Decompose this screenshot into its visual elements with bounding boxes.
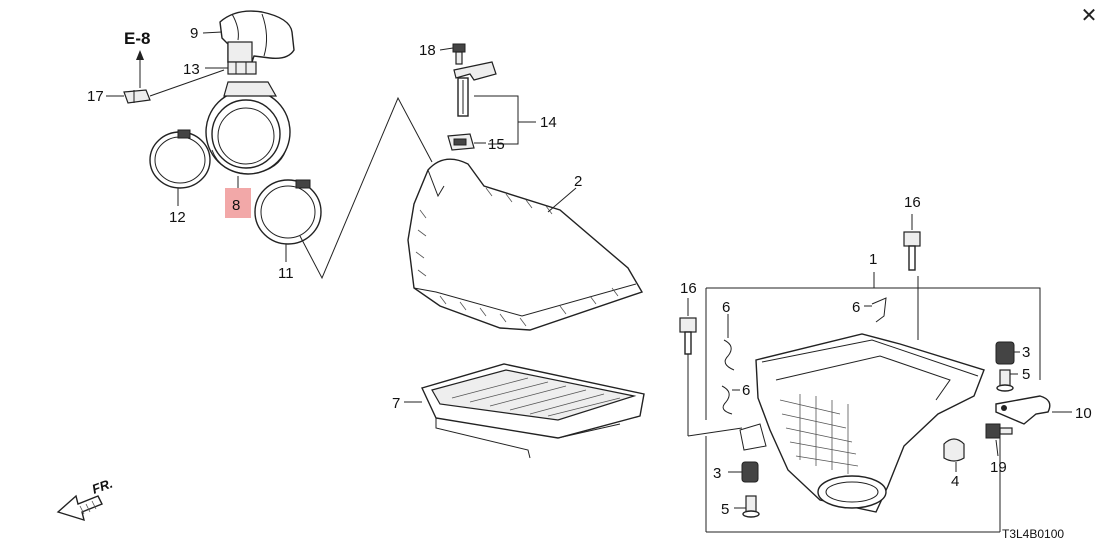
callout-5-left[interactable]: 5 [721, 501, 729, 518]
part-2-upper-housing[interactable] [407, 158, 644, 331]
part-17-clip[interactable] [123, 89, 151, 104]
part-7-filter[interactable] [421, 363, 645, 459]
callout-6-a[interactable]: 6 [722, 299, 730, 316]
part-5-collar-right[interactable] [996, 369, 1014, 392]
part-19-bolt[interactable] [985, 423, 1013, 439]
callout-4[interactable]: 4 [951, 473, 959, 490]
callout-17[interactable]: 17 [87, 88, 104, 105]
part-14-sensor[interactable] [453, 61, 497, 117]
part-3-grommet-right[interactable] [995, 341, 1015, 365]
callout-9[interactable]: 9 [190, 25, 198, 42]
part-15-seal[interactable] [447, 133, 475, 151]
front-direction-label: FR. [90, 476, 115, 497]
callout-8-highlight [225, 188, 251, 218]
callout-16-lower[interactable]: 16 [680, 280, 697, 297]
part-16-bolt-lower[interactable] [679, 317, 697, 355]
part-6-clip-c[interactable] [871, 297, 887, 323]
callout-19[interactable]: 19 [990, 459, 1007, 476]
reference-arrow [136, 50, 144, 88]
part-5-collar-left[interactable] [742, 495, 760, 518]
part-3-grommet-left[interactable] [741, 461, 759, 483]
part-12-clamp[interactable] [149, 129, 211, 189]
close-button[interactable]: ✕ [1078, 4, 1100, 26]
callout-10[interactable]: 10 [1075, 405, 1092, 422]
part-18-bolt[interactable] [452, 43, 466, 65]
part-11-clamp[interactable] [254, 179, 322, 245]
callout-3-left[interactable]: 3 [713, 465, 721, 482]
part-16-bolt-upper[interactable] [903, 231, 921, 271]
front-direction-arrow [56, 494, 103, 522]
diagram-code: T3L4B0100 [1002, 527, 1064, 541]
callout-12[interactable]: 12 [169, 209, 186, 226]
callout-13[interactable]: 13 [183, 61, 200, 78]
part-10-bracket[interactable] [995, 395, 1051, 425]
callout-16-upper[interactable]: 16 [904, 194, 921, 211]
part-4-cap[interactable] [943, 438, 965, 462]
callout-18[interactable]: 18 [419, 42, 436, 59]
callout-1[interactable]: 1 [869, 251, 877, 268]
part-8-tube[interactable] [205, 81, 291, 175]
callout-15[interactable]: 15 [488, 136, 505, 153]
reference-label: E-8 [124, 29, 150, 48]
callout-11[interactable]: 11 [278, 265, 294, 282]
callout-5-right[interactable]: 5 [1022, 366, 1030, 383]
callout-3-right[interactable]: 3 [1022, 344, 1030, 361]
callout-2[interactable]: 2 [574, 173, 582, 190]
close-icon: ✕ [1080, 3, 1098, 27]
callout-6-b[interactable]: 6 [742, 382, 750, 399]
part-1-lower-housing[interactable] [739, 333, 985, 513]
callout-14[interactable]: 14 [540, 114, 557, 131]
part-13-connector[interactable] [227, 61, 257, 75]
part-9-duct[interactable] [219, 10, 295, 63]
callout-7[interactable]: 7 [392, 395, 400, 412]
part-6-clip-a[interactable] [723, 339, 735, 371]
callout-6-c[interactable]: 6 [852, 299, 860, 316]
callout-8[interactable]: 8 [232, 197, 240, 214]
part-6-clip-b[interactable] [721, 385, 733, 415]
